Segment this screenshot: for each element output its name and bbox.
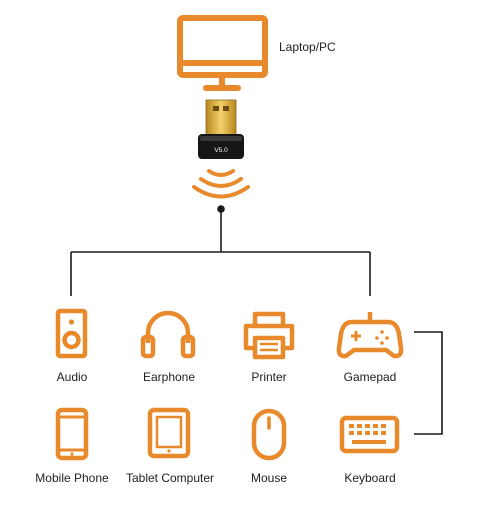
device-label-mouse: Mouse bbox=[250, 471, 288, 485]
laptop-pc-label: Laptop/PC bbox=[279, 40, 336, 54]
junction-dot bbox=[217, 205, 225, 213]
keyboard-icon bbox=[339, 415, 400, 454]
connector-lines bbox=[70, 209, 443, 435]
device-label-gamepad: Gamepad bbox=[343, 370, 397, 384]
dongle-version-label: V5.0 bbox=[214, 147, 228, 154]
device-label-printer: Printer bbox=[251, 370, 287, 384]
device-label-tablet-computer: Tablet Computer bbox=[125, 471, 215, 485]
tablet-icon bbox=[147, 407, 191, 459]
device-label-earphone: Earphone bbox=[142, 370, 196, 384]
device-label-keyboard: Keyboard bbox=[344, 471, 396, 485]
headphones-icon bbox=[140, 310, 196, 359]
gamepad-icon bbox=[336, 312, 404, 359]
speaker-icon bbox=[55, 308, 88, 359]
monitor-icon bbox=[177, 15, 268, 91]
bluetooth-signal-waves-icon bbox=[192, 169, 250, 199]
device-label-audio: Audio bbox=[56, 370, 88, 384]
mobile-phone-icon bbox=[55, 407, 89, 461]
mouse-icon bbox=[251, 408, 287, 461]
usb-bluetooth-dongle-icon: V5.0 bbox=[198, 99, 244, 159]
device-label-mobile-phone: Mobile Phone bbox=[35, 471, 109, 485]
printer-icon bbox=[243, 311, 295, 360]
